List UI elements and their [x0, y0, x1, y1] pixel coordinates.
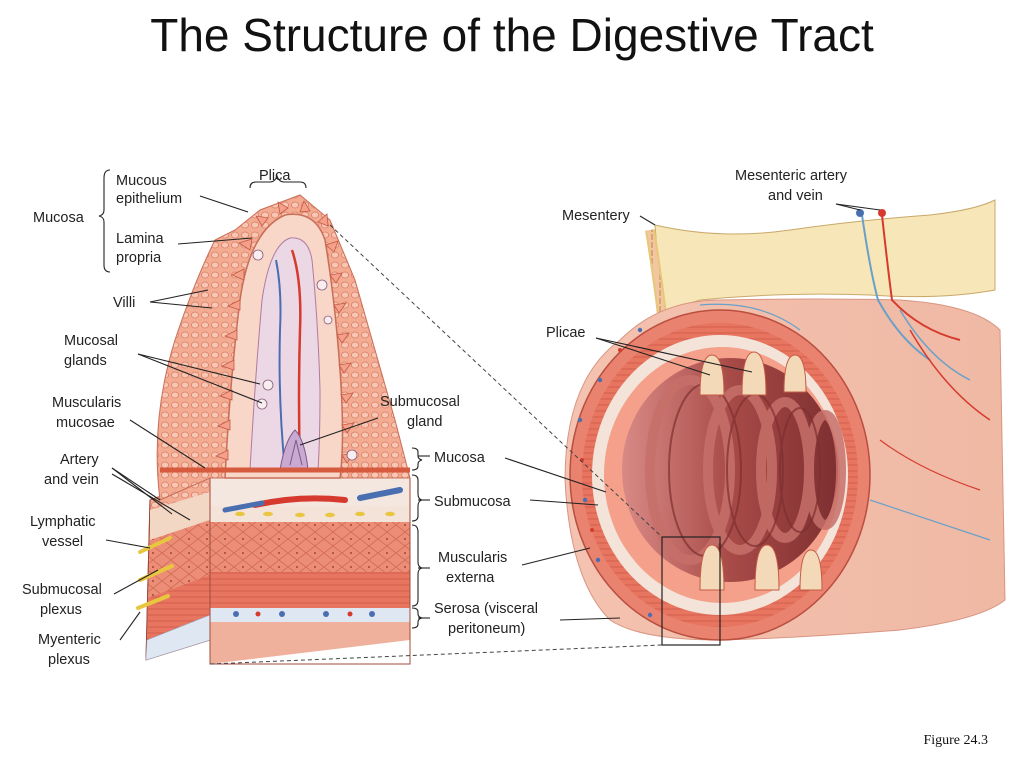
label-layer-submucosa: Submucosa	[434, 494, 512, 510]
label-villi: Villi	[113, 295, 135, 311]
wall-section-block	[136, 477, 411, 665]
label-layer-mucosa: Mucosa	[434, 450, 486, 466]
leader-lines	[105, 195, 881, 641]
slide-title: The Structure of the Digestive Tract	[150, 9, 874, 61]
label-mesentery: Mesentery	[562, 208, 630, 224]
label-mucosa-group: Mucosa	[33, 210, 85, 226]
magnification-box	[661, 536, 721, 646]
plica-fold	[156, 194, 411, 501]
figure-caption: Figure 24.3	[923, 733, 988, 748]
label-plicae: Plicae	[546, 325, 586, 341]
intestine-illustration	[564, 199, 1006, 641]
label-plica: Plica	[259, 168, 291, 184]
